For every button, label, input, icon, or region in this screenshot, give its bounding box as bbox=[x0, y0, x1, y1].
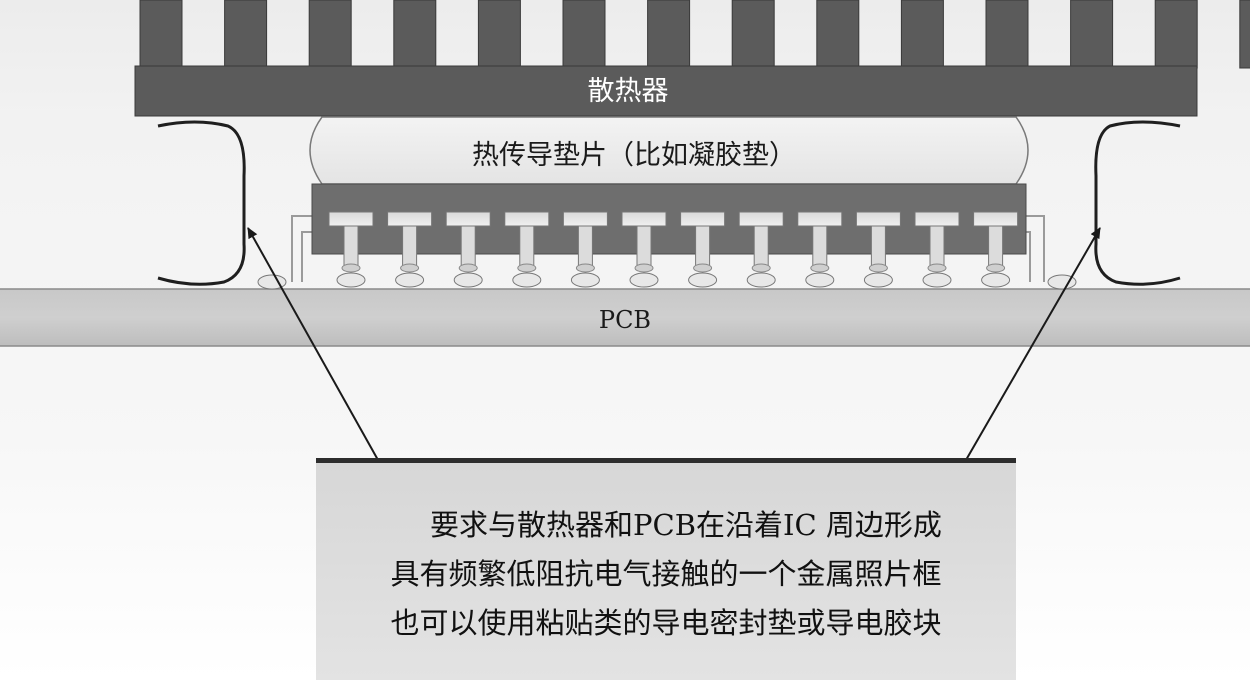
fence-solder-pad bbox=[257, 274, 287, 290]
ic-package bbox=[257, 183, 1077, 290]
ic-pin bbox=[855, 211, 901, 288]
right-pointer-arrow bbox=[965, 227, 1101, 461]
pcb-board: PCB bbox=[0, 288, 1250, 347]
left-pointer-arrow bbox=[247, 227, 379, 461]
thermal-pad: 热传导垫片（比如凝胶垫） bbox=[309, 116, 1029, 185]
heatsink-fin bbox=[224, 0, 268, 69]
heatsink-fins bbox=[139, 0, 1250, 69]
right-spring-gasket bbox=[1094, 120, 1181, 286]
fence-solder-pad bbox=[1047, 274, 1077, 290]
ic-pin bbox=[504, 211, 550, 288]
ic-pin bbox=[621, 211, 667, 288]
heatsink-fin bbox=[647, 0, 691, 69]
heatsink-base bbox=[134, 65, 1198, 117]
ic-pin bbox=[973, 211, 1019, 288]
heatsink-fin bbox=[393, 0, 437, 69]
ic-pins bbox=[257, 211, 1077, 290]
heatsink-fin bbox=[985, 0, 1029, 69]
note-text: 要求与散热器和PCB在沿着IC 周边形成 具有频繁低阻抗电气接触的一个金属照片框… bbox=[316, 501, 1016, 648]
heatsink-label: 散热器 bbox=[588, 76, 669, 107]
heatsink-fin bbox=[562, 0, 606, 69]
pcb-label: PCB bbox=[599, 306, 651, 334]
heatsink-fin bbox=[477, 0, 521, 69]
ic-pin bbox=[562, 211, 608, 288]
heatsink-fin bbox=[900, 0, 944, 69]
heatsink-fin bbox=[139, 0, 183, 69]
ic-pin bbox=[680, 211, 726, 288]
heatsink-fin bbox=[1154, 0, 1198, 69]
ic-pin bbox=[387, 211, 433, 288]
note-line-3: 也可以使用粘贴类的导电密封垫或导电胶块 bbox=[390, 606, 942, 640]
heatsink-fin bbox=[816, 0, 860, 69]
heatsink-fin bbox=[1070, 0, 1114, 69]
note-box: 要求与散热器和PCB在沿着IC 周边形成 具有频繁低阻抗电气接触的一个金属照片框… bbox=[316, 458, 1016, 680]
note-line-1: 要求与散热器和PCB在沿着IC 周边形成 bbox=[430, 508, 942, 542]
ic-pin bbox=[797, 211, 843, 288]
heatsink-fin bbox=[731, 0, 775, 69]
heatsink-fin bbox=[308, 0, 352, 69]
thermal-pad-label: 热传导垫片（比如凝胶垫） bbox=[472, 140, 796, 171]
ic-pin bbox=[738, 211, 784, 288]
ic-pin bbox=[914, 211, 960, 288]
note-line-2: 具有频繁低阻抗电气接触的一个金属照片框 bbox=[390, 557, 942, 591]
heatsink: 散热器 bbox=[134, 0, 1250, 117]
ic-pin bbox=[328, 211, 374, 288]
heatsink-fin bbox=[1239, 0, 1250, 69]
ic-pin bbox=[445, 211, 491, 288]
left-spring-gasket bbox=[157, 120, 246, 286]
